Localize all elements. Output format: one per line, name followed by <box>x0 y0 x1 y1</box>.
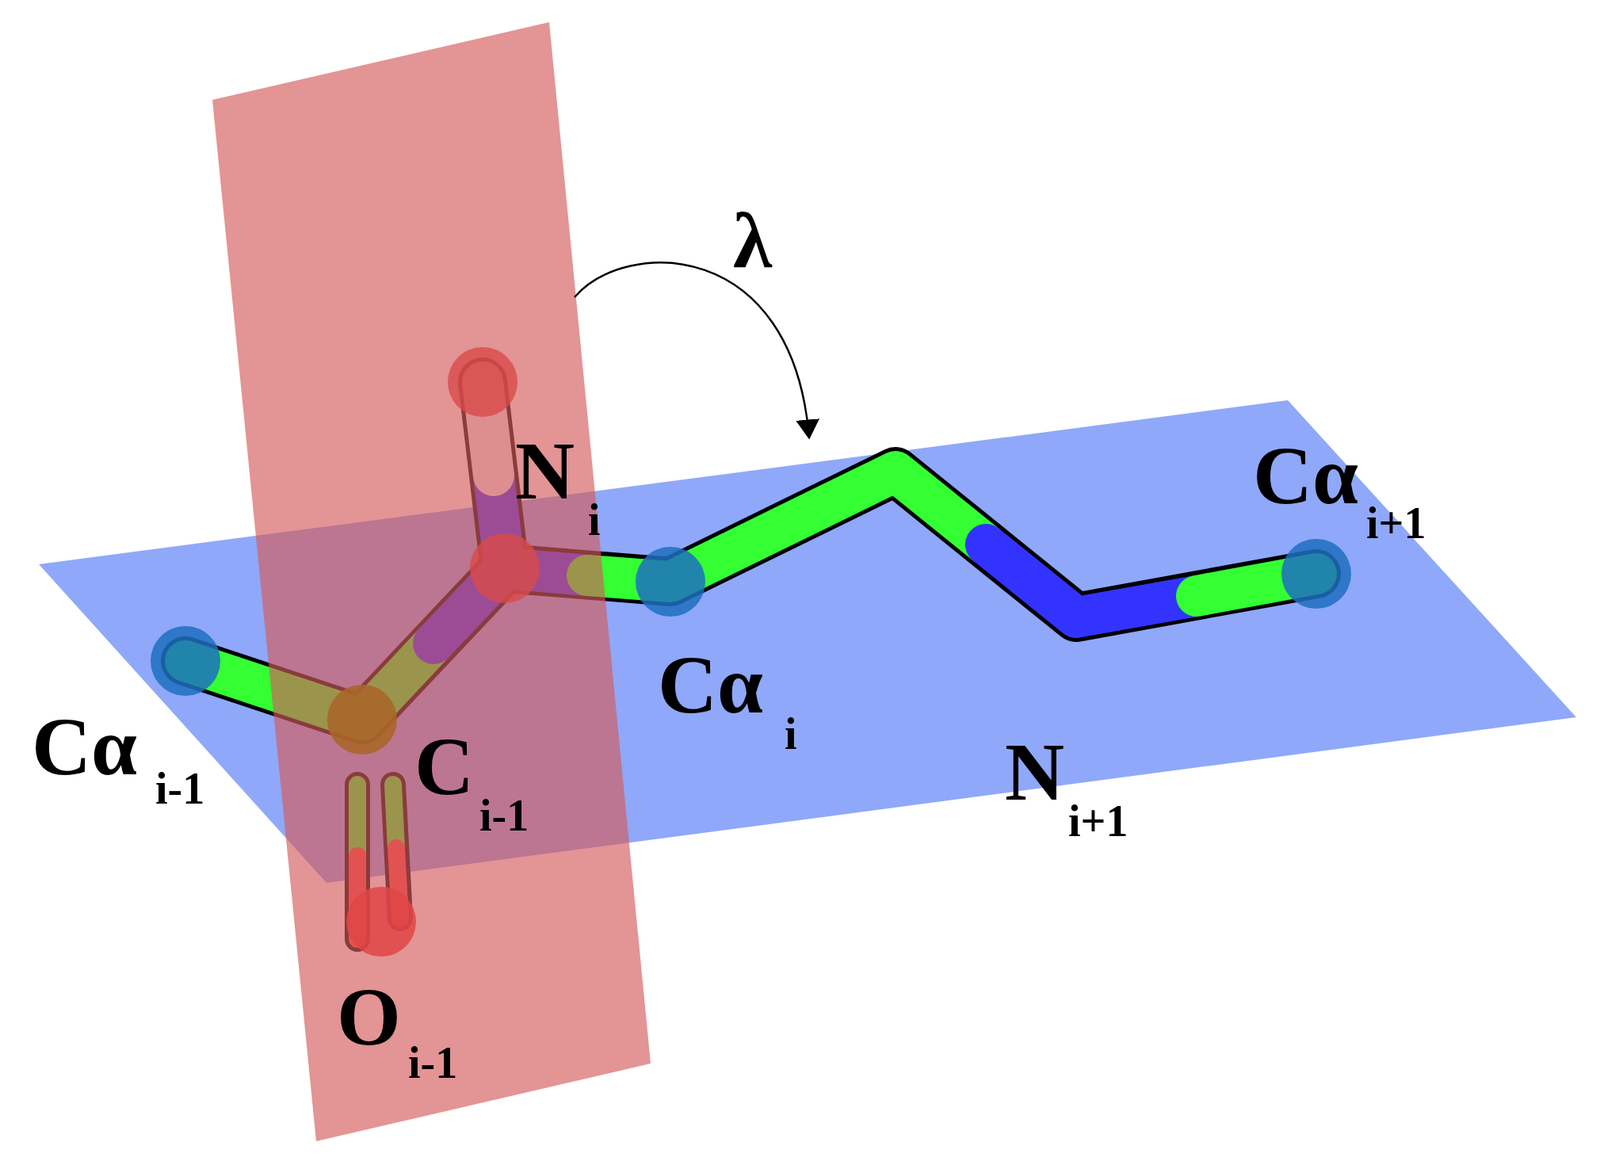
atom-label: Cα <box>31 705 138 788</box>
atom-subscript: i+1 <box>1366 500 1426 546</box>
atom-label: C <box>414 725 474 808</box>
atom-subscript: i-1 <box>155 766 205 811</box>
atom-subscript: i <box>588 497 601 543</box>
angle-arrow <box>574 262 810 438</box>
atom-label: O <box>336 975 401 1058</box>
atom-subscript: i <box>784 711 798 757</box>
atom-subscript: i+1 <box>1068 798 1128 844</box>
atom-spheres <box>150 347 1352 957</box>
angle-symbol: λ <box>733 201 772 281</box>
atom-label: N <box>1004 730 1065 814</box>
atom-label: N <box>515 429 575 512</box>
atom-label: Cα <box>657 643 764 726</box>
red-plane <box>212 22 651 1142</box>
atom-subscript: i-1 <box>408 1040 458 1085</box>
atom-subscript: i-1 <box>479 793 529 838</box>
atom-label: Cα <box>1252 434 1359 517</box>
